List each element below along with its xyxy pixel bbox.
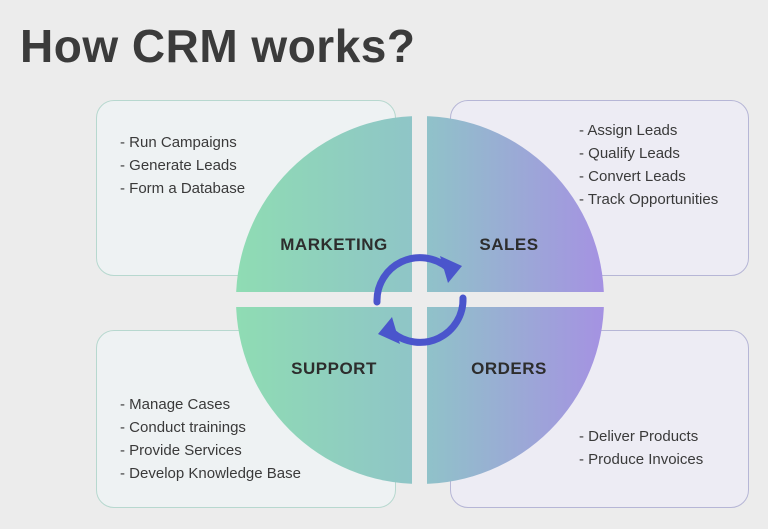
horizontal-divider (230, 292, 610, 307)
marketing-label: MARKETING (280, 235, 388, 254)
list-item: Track Opportunities (579, 188, 718, 211)
cycle-arrows-icon (373, 254, 467, 346)
list-item: Assign Leads (579, 119, 718, 142)
list-item: Qualify Leads (579, 142, 718, 165)
sales-list: Assign Leads Qualify Leads Convert Leads… (579, 119, 718, 211)
orders-list: Deliver Products Produce Invoices (579, 425, 703, 471)
list-item: Run Campaigns (120, 131, 245, 154)
cycle-arrowheads (378, 256, 462, 344)
marketing-list: Run Campaigns Generate Leads Form a Data… (120, 131, 245, 200)
support-label: SUPPORT (291, 359, 377, 378)
list-item: Form a Database (120, 177, 245, 200)
list-item: Generate Leads (120, 154, 245, 177)
list-item: Conduct trainings (120, 416, 301, 439)
list-item: Manage Cases (120, 393, 301, 416)
sales-label: SALES (479, 235, 539, 254)
list-item: Develop Knowledge Base (120, 462, 301, 485)
orders-label: ORDERS (471, 359, 547, 378)
page-title: How CRM works? (20, 20, 416, 72)
list-item: Produce Invoices (579, 448, 703, 471)
support-list: Manage Cases Conduct trainings Provide S… (120, 393, 301, 485)
list-item: Provide Services (120, 439, 301, 462)
list-item: Convert Leads (579, 165, 718, 188)
list-item: Deliver Products (579, 425, 703, 448)
